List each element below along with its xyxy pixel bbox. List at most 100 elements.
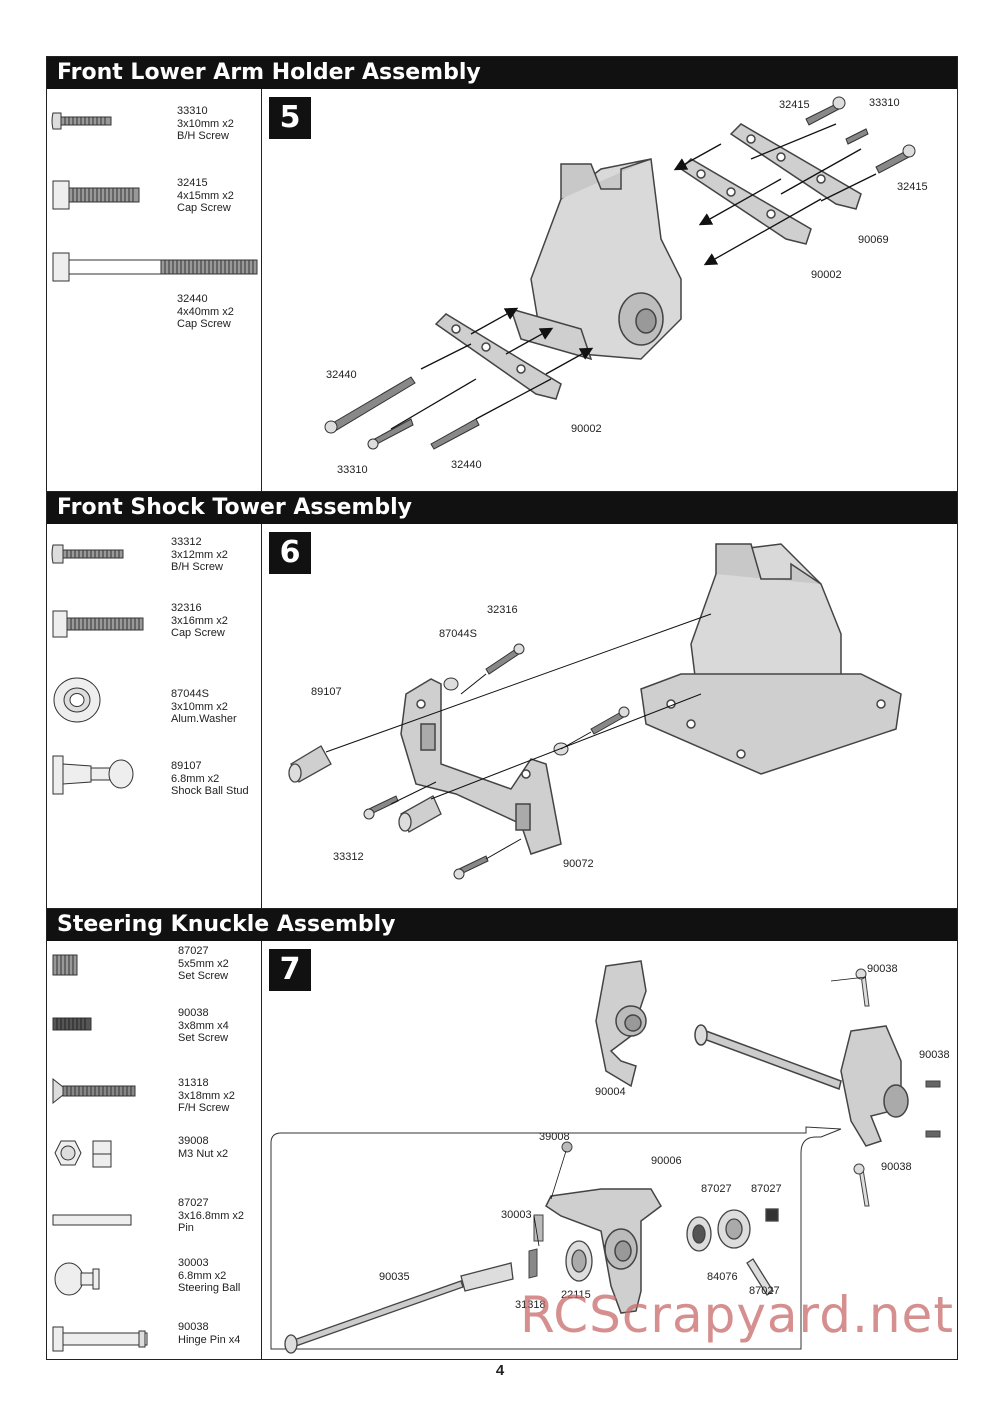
shock-tower bbox=[400, 678, 562, 855]
part-callout: 32316 bbox=[487, 604, 518, 616]
part-number: 87027 bbox=[178, 1197, 209, 1209]
front-gearbox-diagram bbox=[324, 96, 916, 450]
part-callout: 84076 bbox=[707, 1271, 738, 1283]
part-spec: 3x10mm x2 bbox=[171, 700, 228, 713]
part-description: Set Screw bbox=[178, 1032, 229, 1044]
part-callout: 90002 bbox=[811, 269, 842, 281]
part-callout: 22115 bbox=[561, 1289, 591, 1301]
nut-icon bbox=[54, 1140, 112, 1168]
gearbox-housing bbox=[640, 543, 902, 775]
part-callout: 90038 bbox=[919, 1049, 950, 1061]
inset-bearings bbox=[565, 1208, 779, 1296]
part-number: 33310 bbox=[177, 105, 208, 117]
flat-head-screw-icon bbox=[52, 1077, 136, 1105]
part-spec: 3x10mm x2 bbox=[177, 117, 234, 130]
ball-studs bbox=[288, 745, 442, 833]
inset-knuckle-arm bbox=[545, 1188, 662, 1314]
set-screw-icon bbox=[52, 1017, 92, 1031]
steering-knuckle-diagram bbox=[270, 960, 941, 1354]
part-callout: 33310 bbox=[337, 464, 368, 476]
part-callout: 32415 bbox=[779, 99, 810, 111]
parts-list: 33312 3x12mm x2 B/H Screw 32316 3x16mm x… bbox=[47, 524, 262, 908]
part-spec: 4x40mm x2 bbox=[177, 305, 234, 318]
part-callout: 89107 bbox=[311, 686, 342, 698]
part-number: 87027 bbox=[178, 945, 209, 957]
part-item: 30003 6.8mm x2 Steering Ball bbox=[47, 1257, 261, 1307]
arm-holder-lower bbox=[434, 313, 562, 400]
steering-ball-icon bbox=[54, 1262, 100, 1296]
section-title: Front Shock Tower Assembly bbox=[47, 492, 957, 524]
part-callout: 90038 bbox=[867, 963, 898, 975]
step-number: 6 bbox=[269, 532, 311, 574]
section-front-shock-tower: Front Shock Tower Assembly 33312 3x12mm … bbox=[46, 491, 958, 909]
assembly-arrows bbox=[390, 123, 877, 430]
ball-stud-icon bbox=[52, 755, 134, 795]
part-item: 39008 M3 Nut x2 bbox=[47, 1133, 261, 1183]
watermark: RCScrapyard.net bbox=[520, 1286, 954, 1344]
part-item: 87027 3x16.8mm x2 Pin bbox=[47, 1197, 261, 1247]
part-callout: 39008 bbox=[539, 1131, 570, 1143]
washer-icon bbox=[53, 677, 101, 723]
part-spec: 4x15mm x2 bbox=[177, 189, 234, 202]
part-description: Cap Screw bbox=[177, 318, 231, 330]
step-diagram-area: 5 bbox=[261, 89, 957, 491]
part-spec: 3x12mm x2 bbox=[171, 548, 228, 561]
part-callout: 87027 bbox=[751, 1183, 782, 1195]
shock-tower-diagram bbox=[288, 543, 902, 880]
part-item: 90038 Hinge Pin x4 bbox=[47, 1321, 261, 1361]
detail-inset-frame bbox=[270, 1126, 842, 1350]
part-spec: 3x16.8mm x2 bbox=[178, 1209, 245, 1222]
part-callout: 90004 bbox=[595, 1086, 626, 1098]
part-item: 33312 3x12mm x2 B/H Screw bbox=[47, 536, 261, 586]
drive-shaft bbox=[694, 1024, 842, 1090]
page-number: 4 bbox=[495, 1362, 505, 1379]
part-description: Steering Ball bbox=[178, 1282, 241, 1294]
part-number: 87044S bbox=[171, 688, 209, 700]
part-description: Cap Screw bbox=[171, 627, 225, 639]
part-item: 89107 6.8mm x2 Shock Ball Stud bbox=[47, 752, 261, 802]
part-number: 30003 bbox=[178, 1257, 209, 1269]
part-callout: 32415 bbox=[897, 181, 928, 193]
part-spec: 3x8mm x4 bbox=[178, 1019, 229, 1032]
part-callout: 90038 bbox=[881, 1161, 912, 1173]
part-callout: 87027 bbox=[749, 1285, 780, 1297]
part-spec: 5x5mm x2 bbox=[178, 957, 229, 970]
part-callout: 33312 bbox=[333, 851, 364, 863]
section-title: Steering Knuckle Assembly bbox=[47, 909, 957, 941]
part-description: B/H Screw bbox=[171, 561, 223, 573]
inset-small-parts bbox=[528, 1141, 573, 1279]
part-callout: 90072 bbox=[563, 858, 594, 870]
part-spec: M3 Nut x2 bbox=[178, 1147, 229, 1160]
part-number: 90038 bbox=[178, 1321, 209, 1333]
part-description: Shock Ball Stud bbox=[171, 785, 249, 797]
part-description: Alum.Washer bbox=[171, 713, 237, 725]
part-spec: 6.8mm x2 bbox=[171, 772, 220, 785]
part-number: 32440 bbox=[177, 293, 208, 305]
part-description: Pin bbox=[178, 1222, 194, 1234]
part-callout: 90035 bbox=[379, 1271, 410, 1283]
part-callout: 30003 bbox=[501, 1209, 532, 1221]
part-item: 31318 3x18mm x2 F/H Screw bbox=[47, 1071, 261, 1121]
part-item: 33310 3x10mm x2 B/H Screw bbox=[47, 101, 261, 151]
part-spec: Hinge Pin x4 bbox=[178, 1333, 241, 1346]
part-item: 87044S 3x10mm x2 Alum.Washer bbox=[47, 674, 261, 734]
gearbox-housing bbox=[509, 158, 682, 361]
part-number: 89107 bbox=[171, 760, 202, 772]
part-callout: 87044S bbox=[439, 628, 477, 640]
hub-carrier bbox=[840, 1025, 909, 1147]
part-item: 32440 4x40mm x2 Cap Screw bbox=[47, 247, 261, 337]
part-spec: 6.8mm x2 bbox=[178, 1269, 227, 1282]
part-number: 90038 bbox=[178, 1007, 209, 1019]
cap-screw-icon bbox=[52, 610, 144, 638]
leader-lines bbox=[533, 976, 867, 1247]
section-title: Front Lower Arm Holder Assembly bbox=[47, 57, 957, 89]
step-diagram-area: 6 bbox=[261, 524, 957, 908]
part-description: Cap Screw bbox=[177, 202, 231, 214]
part-number: 39008 bbox=[178, 1135, 209, 1147]
button-head-screw-icon bbox=[51, 112, 112, 130]
hinge-pin-icon bbox=[52, 1326, 148, 1352]
part-callout: 33310 bbox=[869, 97, 900, 109]
part-spec: 3x18mm x2 bbox=[178, 1089, 235, 1102]
set-screw-icon bbox=[52, 954, 78, 976]
part-item: 32415 4x15mm x2 Cap Screw bbox=[47, 175, 261, 225]
